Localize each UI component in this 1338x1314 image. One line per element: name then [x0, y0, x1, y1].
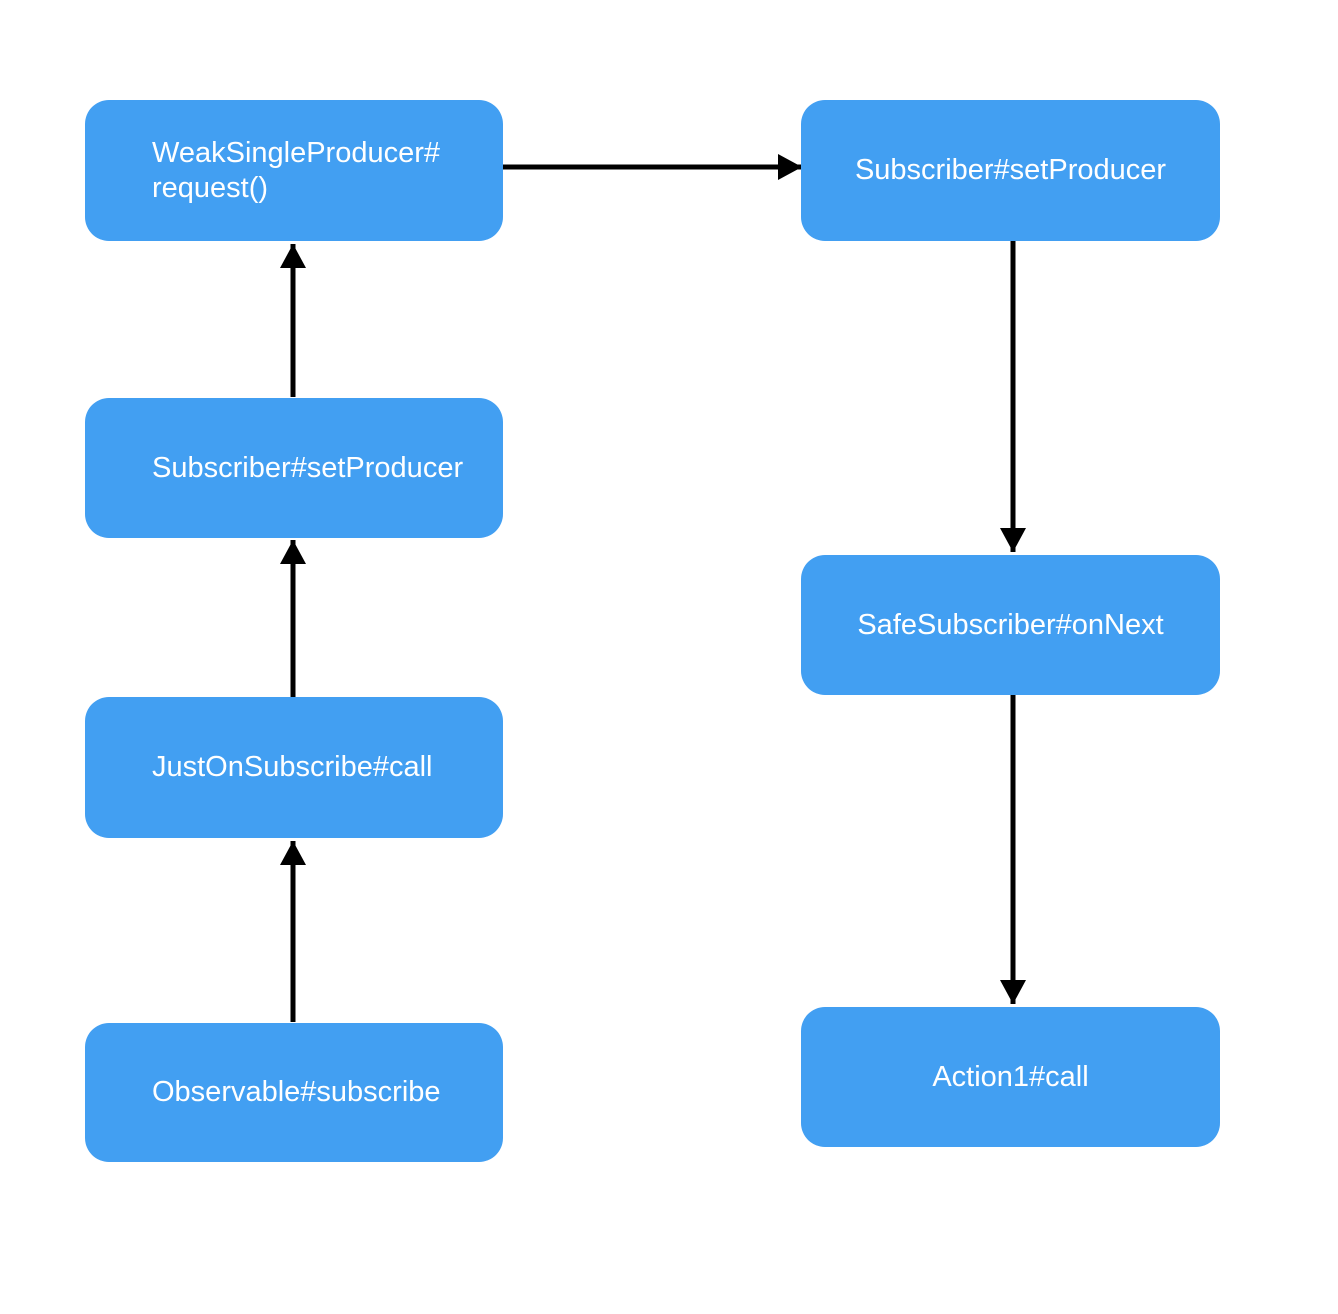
node-subscriber-set-producer-right: Subscriber#setProducer [801, 100, 1220, 241]
node-label: Action1#call [932, 1060, 1089, 1093]
node-subscriber-set-producer-left: Subscriber#setProducer [85, 398, 503, 538]
node-label: Subscriber#setProducer [854, 154, 1167, 187]
node-safe-subscriber-on-next: SafeSubscriber#onNext [801, 555, 1220, 695]
node-label: Subscriber#setProducer [152, 451, 464, 484]
node-label: SafeSubscriber#onNext [857, 608, 1164, 641]
node-just-on-subscribe-call: JustOnSubscribe#call [85, 697, 503, 838]
node-label: JustOnSubscribe#call [152, 751, 433, 784]
node-label: Observable#subscribe [152, 1076, 441, 1109]
node-observable-subscribe: Observable#subscribe [85, 1023, 503, 1162]
node-action1-call: Action1#call [801, 1007, 1220, 1147]
node-weak-single-producer-request: WeakSingleProducer# request() [85, 100, 503, 241]
node-label: WeakSingleProducer# request() [152, 136, 441, 204]
